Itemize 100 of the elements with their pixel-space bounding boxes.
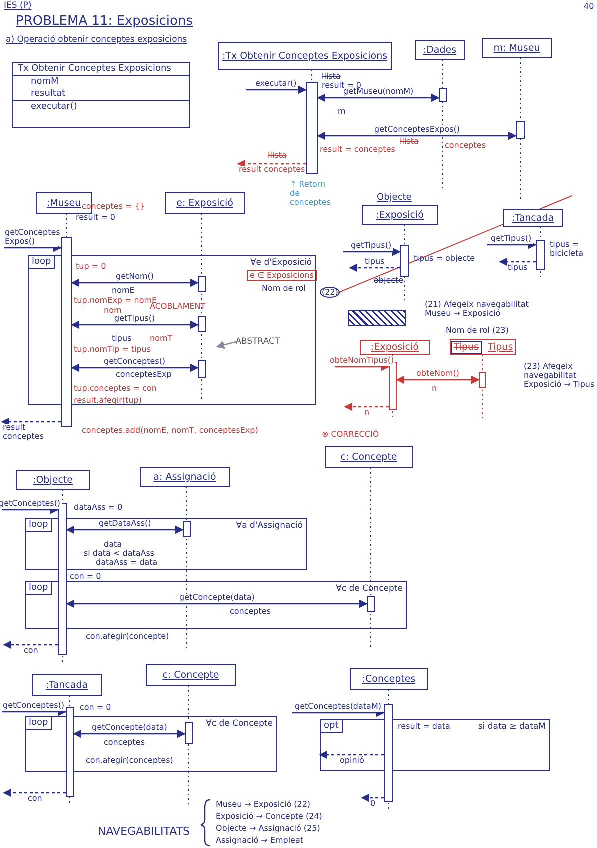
message-arrow <box>246 86 307 94</box>
lifeline-head: a: Assignació <box>140 467 230 487</box>
annotation: Assignació → Empleat <box>216 836 304 846</box>
guard-condition: ∀a d'Assignació <box>236 521 303 531</box>
return-arrow <box>1 418 61 426</box>
annotation: nomT <box>150 334 173 344</box>
annotation: NAVEGABILITATS <box>98 826 190 839</box>
annotation: con.afegir(concepte) <box>86 632 170 642</box>
attribute: nomM <box>30 76 60 88</box>
message-arrow <box>343 248 401 256</box>
annotation: result = 0 <box>76 213 116 222</box>
annotation: conceptes <box>104 738 145 748</box>
message-label: tipus <box>507 264 529 273</box>
lifeline <box>540 226 541 240</box>
message-arrow <box>73 730 186 738</box>
activation-bar <box>536 240 545 270</box>
message-label: result conceptes <box>238 166 306 175</box>
annotation: nom <box>104 306 122 315</box>
message-label: result conceptes <box>2 424 44 442</box>
message-label: obteNom() <box>416 370 460 379</box>
activation-bar <box>384 704 393 802</box>
message-label: 0 <box>370 800 377 809</box>
note-text: ABSTRACT <box>236 336 298 349</box>
annotation: dataAss = 0 <box>74 503 123 512</box>
annotation: con = 0 <box>70 572 102 582</box>
annotation: Nom de rol <box>262 284 306 294</box>
operation: executar() <box>13 100 189 113</box>
message-label: obteNomTipus() <box>329 357 396 366</box>
fragment-frame <box>25 716 277 772</box>
message-label: getMuseu(nomM) <box>342 88 415 97</box>
guard-condition: si data ≥ dataM <box>478 722 546 732</box>
stereotype-label: Objecte <box>377 193 412 203</box>
annotation: m <box>338 107 346 116</box>
annotation: n <box>432 384 438 394</box>
lifeline <box>482 354 483 372</box>
message-label: opinió <box>339 757 366 766</box>
message-label: getNom() <box>115 273 156 282</box>
annotation: result = data <box>398 722 450 732</box>
annotation: 40 <box>584 2 594 12</box>
annotation: tipus = bicicleta <box>550 240 585 258</box>
annotation: ⊗ CORRECCIÓ <box>322 430 380 440</box>
message-label: getDataAss() <box>98 520 152 529</box>
activation-bar <box>516 121 525 139</box>
activation-bar <box>366 596 375 612</box>
activation-bar <box>198 360 206 378</box>
message-arrow <box>487 240 537 250</box>
activation-bar <box>198 316 206 332</box>
lifeline-head: c: Concepte <box>325 446 413 468</box>
crossed-out-box <box>348 310 406 326</box>
lifeline-head: :Objecte <box>16 470 90 490</box>
message-label: con <box>23 647 40 656</box>
fragment-tag: loop <box>26 582 52 595</box>
annotation: objecte <box>374 276 404 286</box>
activation-bar <box>182 520 191 537</box>
annotation: a) Operació obtenir conceptes exposicions <box>6 36 188 46</box>
lifeline-head: m: Museu <box>482 38 552 58</box>
annotation: llista <box>322 72 341 82</box>
message-arrow <box>66 600 368 608</box>
page-title: PROBLEMA 11: Exposicions <box>16 14 193 29</box>
lifeline-head: :Tx Obtenir Conceptes Exposicions <box>218 42 392 70</box>
annotation: ↑ Retorn de conceptes <box>290 180 332 208</box>
guard-condition: ∀c de Concepte <box>206 719 273 729</box>
lifeline-head: :Tancada <box>32 674 102 696</box>
activation-bar <box>66 707 74 797</box>
message-arrow <box>71 320 199 330</box>
fragment-frame <box>28 255 316 405</box>
annotation: Museu → Exposició (22) <box>216 800 311 810</box>
message-label: n <box>364 409 371 418</box>
activation-bar <box>439 88 447 102</box>
activation-bar <box>198 276 206 292</box>
lifeline-head: :Exposició <box>360 340 430 355</box>
activation-bar <box>184 722 193 744</box>
annotation: e ∈ Exposicions <box>247 270 317 282</box>
message-arrow <box>71 364 199 372</box>
fragment-tag: loop <box>26 519 52 532</box>
message-arrow <box>317 132 517 140</box>
lifeline-head: :Tancada <box>503 209 563 227</box>
lifeline-head: c: Concepte <box>146 664 236 686</box>
annotation: llista <box>268 151 287 160</box>
annotation: conceptes <box>445 141 486 150</box>
guard-condition: ∀c de Concepte <box>336 584 403 594</box>
message-arrow <box>66 526 184 534</box>
message-arrow <box>317 94 440 102</box>
lifeline-head: :Conceptes <box>350 668 428 690</box>
lifeline-head: :Dades <box>415 40 465 60</box>
lifeline <box>62 490 63 504</box>
annotation: si data < dataAss <box>84 549 155 558</box>
fragment-frame <box>25 581 407 629</box>
annotation: llista <box>400 137 419 146</box>
fragment-tag: loop <box>26 717 52 730</box>
activation-bar <box>479 372 486 388</box>
lifeline <box>186 486 188 522</box>
annotation: (21) Afegeix navegabilitat Museu → Exposició <box>425 300 530 318</box>
message-label: tipus <box>364 258 386 267</box>
activation-bar <box>306 82 318 174</box>
message-label: getConceptes(dataM) <box>294 703 382 712</box>
guard-condition: ∀e d'Exposició <box>250 258 312 268</box>
lifeline <box>442 60 444 88</box>
message-label: getTipus() <box>490 235 533 244</box>
annotation: dataAss = data <box>96 558 158 568</box>
